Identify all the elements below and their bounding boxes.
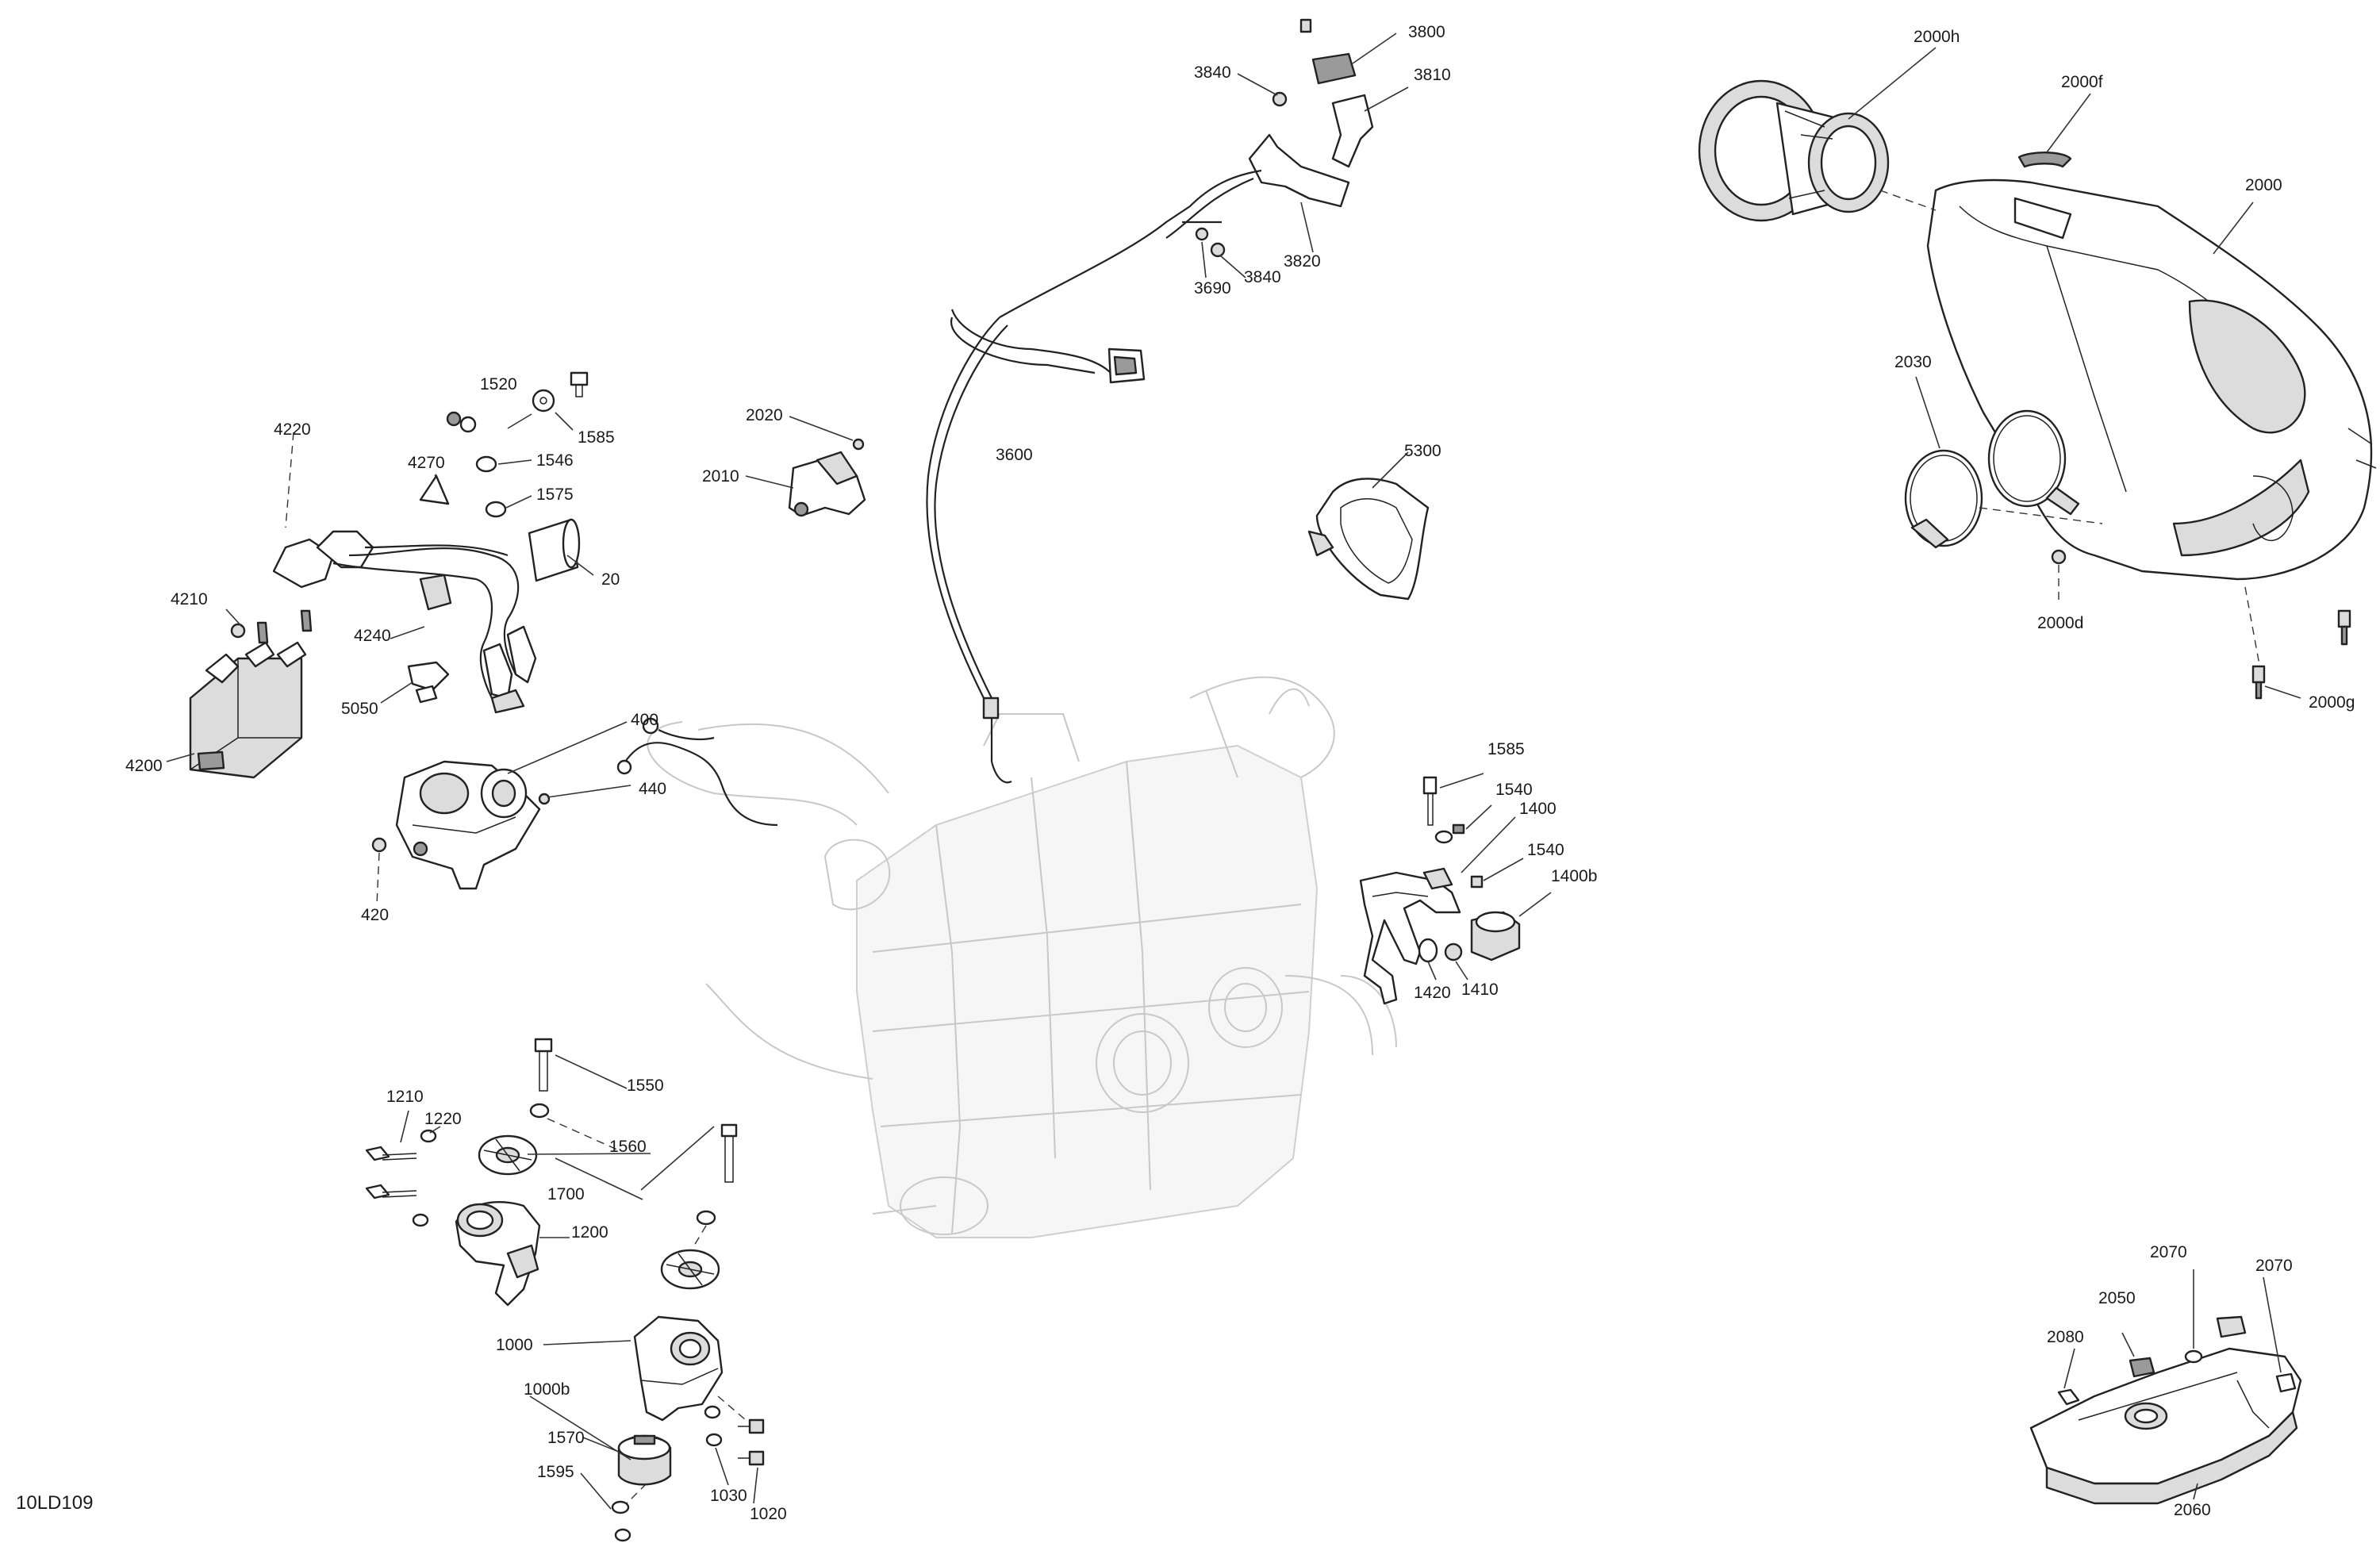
actuator-400 xyxy=(371,717,778,905)
callout-1020: 1020 xyxy=(750,1505,787,1523)
callout-4210: 4210 xyxy=(171,590,208,608)
bracket-2010 xyxy=(745,416,866,517)
callout-20: 20 xyxy=(601,570,620,589)
callout-2000h: 2000h xyxy=(1914,28,1960,46)
callout-5300: 5300 xyxy=(1404,442,1441,460)
ignition-coil-4200 xyxy=(189,609,313,779)
callout-2050: 2050 xyxy=(2098,1289,2136,1307)
callout-1000b: 1000b xyxy=(524,1380,570,1399)
callout-2000d: 2000d xyxy=(2037,614,2083,632)
callout-1030: 1030 xyxy=(710,1487,747,1505)
air-intake-duct-2000h xyxy=(1698,79,1890,222)
callout-1410: 1410 xyxy=(1461,981,1499,999)
callout-2000: 2000 xyxy=(2245,176,2282,194)
callout-4200: 4200 xyxy=(125,757,163,775)
callout-1560: 1560 xyxy=(609,1138,647,1156)
drawing-code: 10LD109 xyxy=(16,1492,93,1514)
bracket-1400 xyxy=(1359,773,1552,1005)
mount-washers-1550-1560-1700 xyxy=(400,1038,738,1290)
callout-1520: 1520 xyxy=(480,375,517,393)
seal-2000f xyxy=(2017,152,2072,168)
clamps-2030 xyxy=(1904,409,2080,549)
callout-2030: 2030 xyxy=(1894,353,1932,371)
callout-5050: 5050 xyxy=(341,700,378,718)
callout-4270: 4270 xyxy=(408,454,445,472)
callout-1420: 1420 xyxy=(1414,984,1451,1002)
engine-mount-1200 xyxy=(365,1129,541,1307)
callout-2000g: 2000g xyxy=(2309,693,2355,712)
callout-2000f: 2000f xyxy=(2061,73,2103,91)
callout-3820: 3820 xyxy=(1284,252,1321,271)
callout-2070: 2070 xyxy=(2150,1243,2187,1261)
spark-plug-wires-4220 xyxy=(272,530,537,714)
callout-2010: 2010 xyxy=(702,467,739,486)
callout-3690: 3690 xyxy=(1194,279,1231,297)
callout-3810: 3810 xyxy=(1414,66,1451,84)
callout-1550: 1550 xyxy=(627,1077,664,1095)
callout-2080: 2080 xyxy=(2047,1328,2084,1346)
callout-3600: 3600 xyxy=(996,446,1033,464)
callout-2060: 2060 xyxy=(2174,1501,2211,1519)
callout-1546: 1546 xyxy=(536,451,574,470)
callout-1595: 1595 xyxy=(537,1463,574,1481)
callout-440: 440 xyxy=(639,780,666,798)
callout-1540: 1540 xyxy=(1527,841,1564,859)
skid-plate-2060 xyxy=(2029,1269,2302,1505)
brackets-3800-3810-3820 xyxy=(1195,18,1374,258)
callout-labels: 3800 3840 3810 3820 3690 3840 2000h 2000… xyxy=(125,23,2355,1523)
small-parts-1520-1585-1546-1575-20-4270 xyxy=(166,371,594,762)
engine-ghost xyxy=(647,676,1397,1238)
callout-1400b: 1400b xyxy=(1551,867,1597,885)
throttle-leaders xyxy=(1201,33,1409,278)
callout-1000: 1000 xyxy=(496,1336,533,1354)
callout-420: 420 xyxy=(361,906,389,924)
callout-3800: 3800 xyxy=(1408,23,1445,41)
callout-1700: 1700 xyxy=(547,1185,585,1203)
engine-mount-1000 xyxy=(529,1315,765,1542)
throttle-cable-3600 xyxy=(926,169,1262,784)
callout-1585: 1585 xyxy=(1488,740,1525,758)
callout-1210: 1210 xyxy=(386,1088,424,1106)
air-box-housing-2000 xyxy=(1926,178,2377,581)
callout-1540: 1540 xyxy=(1495,781,1533,799)
callout-1585: 1585 xyxy=(578,428,615,447)
callout-2070: 2070 xyxy=(2255,1257,2293,1275)
callout-1220: 1220 xyxy=(424,1110,462,1128)
callout-4240: 4240 xyxy=(354,627,391,645)
intake-leaders xyxy=(1848,47,2301,699)
cover-5300 xyxy=(1307,451,1430,601)
callout-1200: 1200 xyxy=(571,1223,608,1242)
callout-1400: 1400 xyxy=(1519,800,1557,818)
callout-3840: 3840 xyxy=(1194,63,1231,82)
callout-400: 400 xyxy=(631,711,658,729)
callout-4220: 4220 xyxy=(274,420,311,439)
callout-2020: 2020 xyxy=(746,406,783,424)
callout-3840: 3840 xyxy=(1244,268,1281,286)
callout-1575: 1575 xyxy=(536,486,574,504)
callout-1570: 1570 xyxy=(547,1429,585,1447)
small-fasteners-2000 xyxy=(2051,549,2351,700)
